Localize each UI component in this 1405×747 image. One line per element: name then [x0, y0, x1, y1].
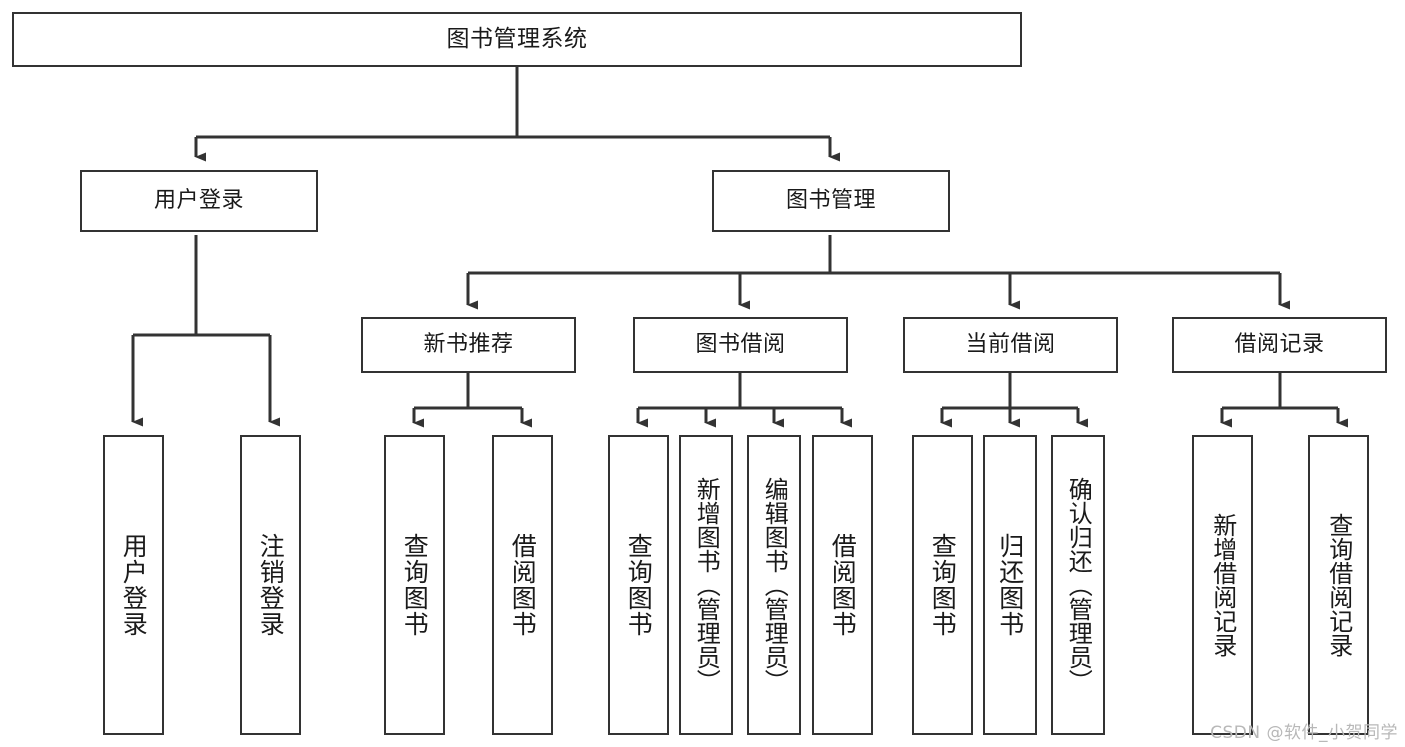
node-leaf-logout-login[interactable]: 注销登录	[240, 435, 301, 735]
node-leaf-return-book[interactable]: 归还图书	[983, 435, 1037, 735]
node-current-borrow-label: 当前借阅	[965, 331, 1056, 357]
node-leaf-user-login[interactable]: 用户登录	[103, 435, 164, 735]
node-borrow-record-label: 借阅记录	[1234, 331, 1325, 357]
node-leaf-borrow-book-1-label: 借阅图书	[508, 533, 538, 637]
node-leaf-logout-login-label: 注销登录	[256, 533, 286, 637]
node-leaf-add-borrow-record-label: 新增借阅记录	[1208, 513, 1237, 657]
node-leaf-query-borrow-record-label: 查询借阅记录	[1324, 513, 1353, 657]
node-book-borrow-label: 图书借阅	[695, 331, 786, 357]
node-leaf-query-book-3-label: 查询图书	[928, 533, 958, 637]
node-borrow-record[interactable]: 借阅记录	[1172, 317, 1387, 373]
node-new-book-recommend[interactable]: 新书推荐	[361, 317, 576, 373]
node-book-management-label: 图书管理	[785, 187, 876, 213]
node-root-label: 图书管理系统	[446, 25, 588, 52]
node-leaf-edit-book-admin[interactable]: 编辑图书（管理员）	[747, 435, 801, 735]
node-user-login-label: 用户登录	[153, 187, 244, 213]
node-leaf-confirm-return-admin-label: 确认归还（管理员）	[1064, 477, 1093, 693]
node-leaf-user-login-label: 用户登录	[119, 533, 149, 637]
node-leaf-query-borrow-record[interactable]: 查询借阅记录	[1308, 435, 1369, 735]
node-leaf-confirm-return-admin[interactable]: 确认归还（管理员）	[1051, 435, 1105, 735]
node-leaf-query-book-2[interactable]: 查询图书	[608, 435, 669, 735]
node-current-borrow[interactable]: 当前借阅	[903, 317, 1118, 373]
node-leaf-query-book-2-label: 查询图书	[624, 533, 654, 637]
csdn-watermark: CSDN @软件_小贺同学	[1210, 723, 1398, 743]
node-leaf-query-book-1-label: 查询图书	[400, 533, 430, 637]
node-user-login[interactable]: 用户登录	[80, 170, 318, 232]
node-leaf-edit-book-admin-label: 编辑图书（管理员）	[760, 477, 789, 693]
node-book-management[interactable]: 图书管理	[712, 170, 950, 232]
node-leaf-add-borrow-record[interactable]: 新增借阅记录	[1192, 435, 1253, 735]
node-leaf-query-book-1[interactable]: 查询图书	[384, 435, 445, 735]
node-root-book-management-system[interactable]: 图书管理系统	[12, 12, 1022, 67]
node-leaf-add-book-admin-label: 新增图书（管理员）	[692, 477, 721, 693]
node-leaf-borrow-book-1[interactable]: 借阅图书	[492, 435, 553, 735]
node-leaf-borrow-book-2[interactable]: 借阅图书	[812, 435, 873, 735]
node-leaf-return-book-label: 归还图书	[995, 533, 1025, 637]
node-leaf-borrow-book-2-label: 借阅图书	[828, 533, 858, 637]
node-book-borrow[interactable]: 图书借阅	[633, 317, 848, 373]
node-leaf-query-book-3[interactable]: 查询图书	[912, 435, 973, 735]
node-leaf-add-book-admin[interactable]: 新增图书（管理员）	[679, 435, 733, 735]
node-new-book-recommend-label: 新书推荐	[423, 331, 514, 357]
